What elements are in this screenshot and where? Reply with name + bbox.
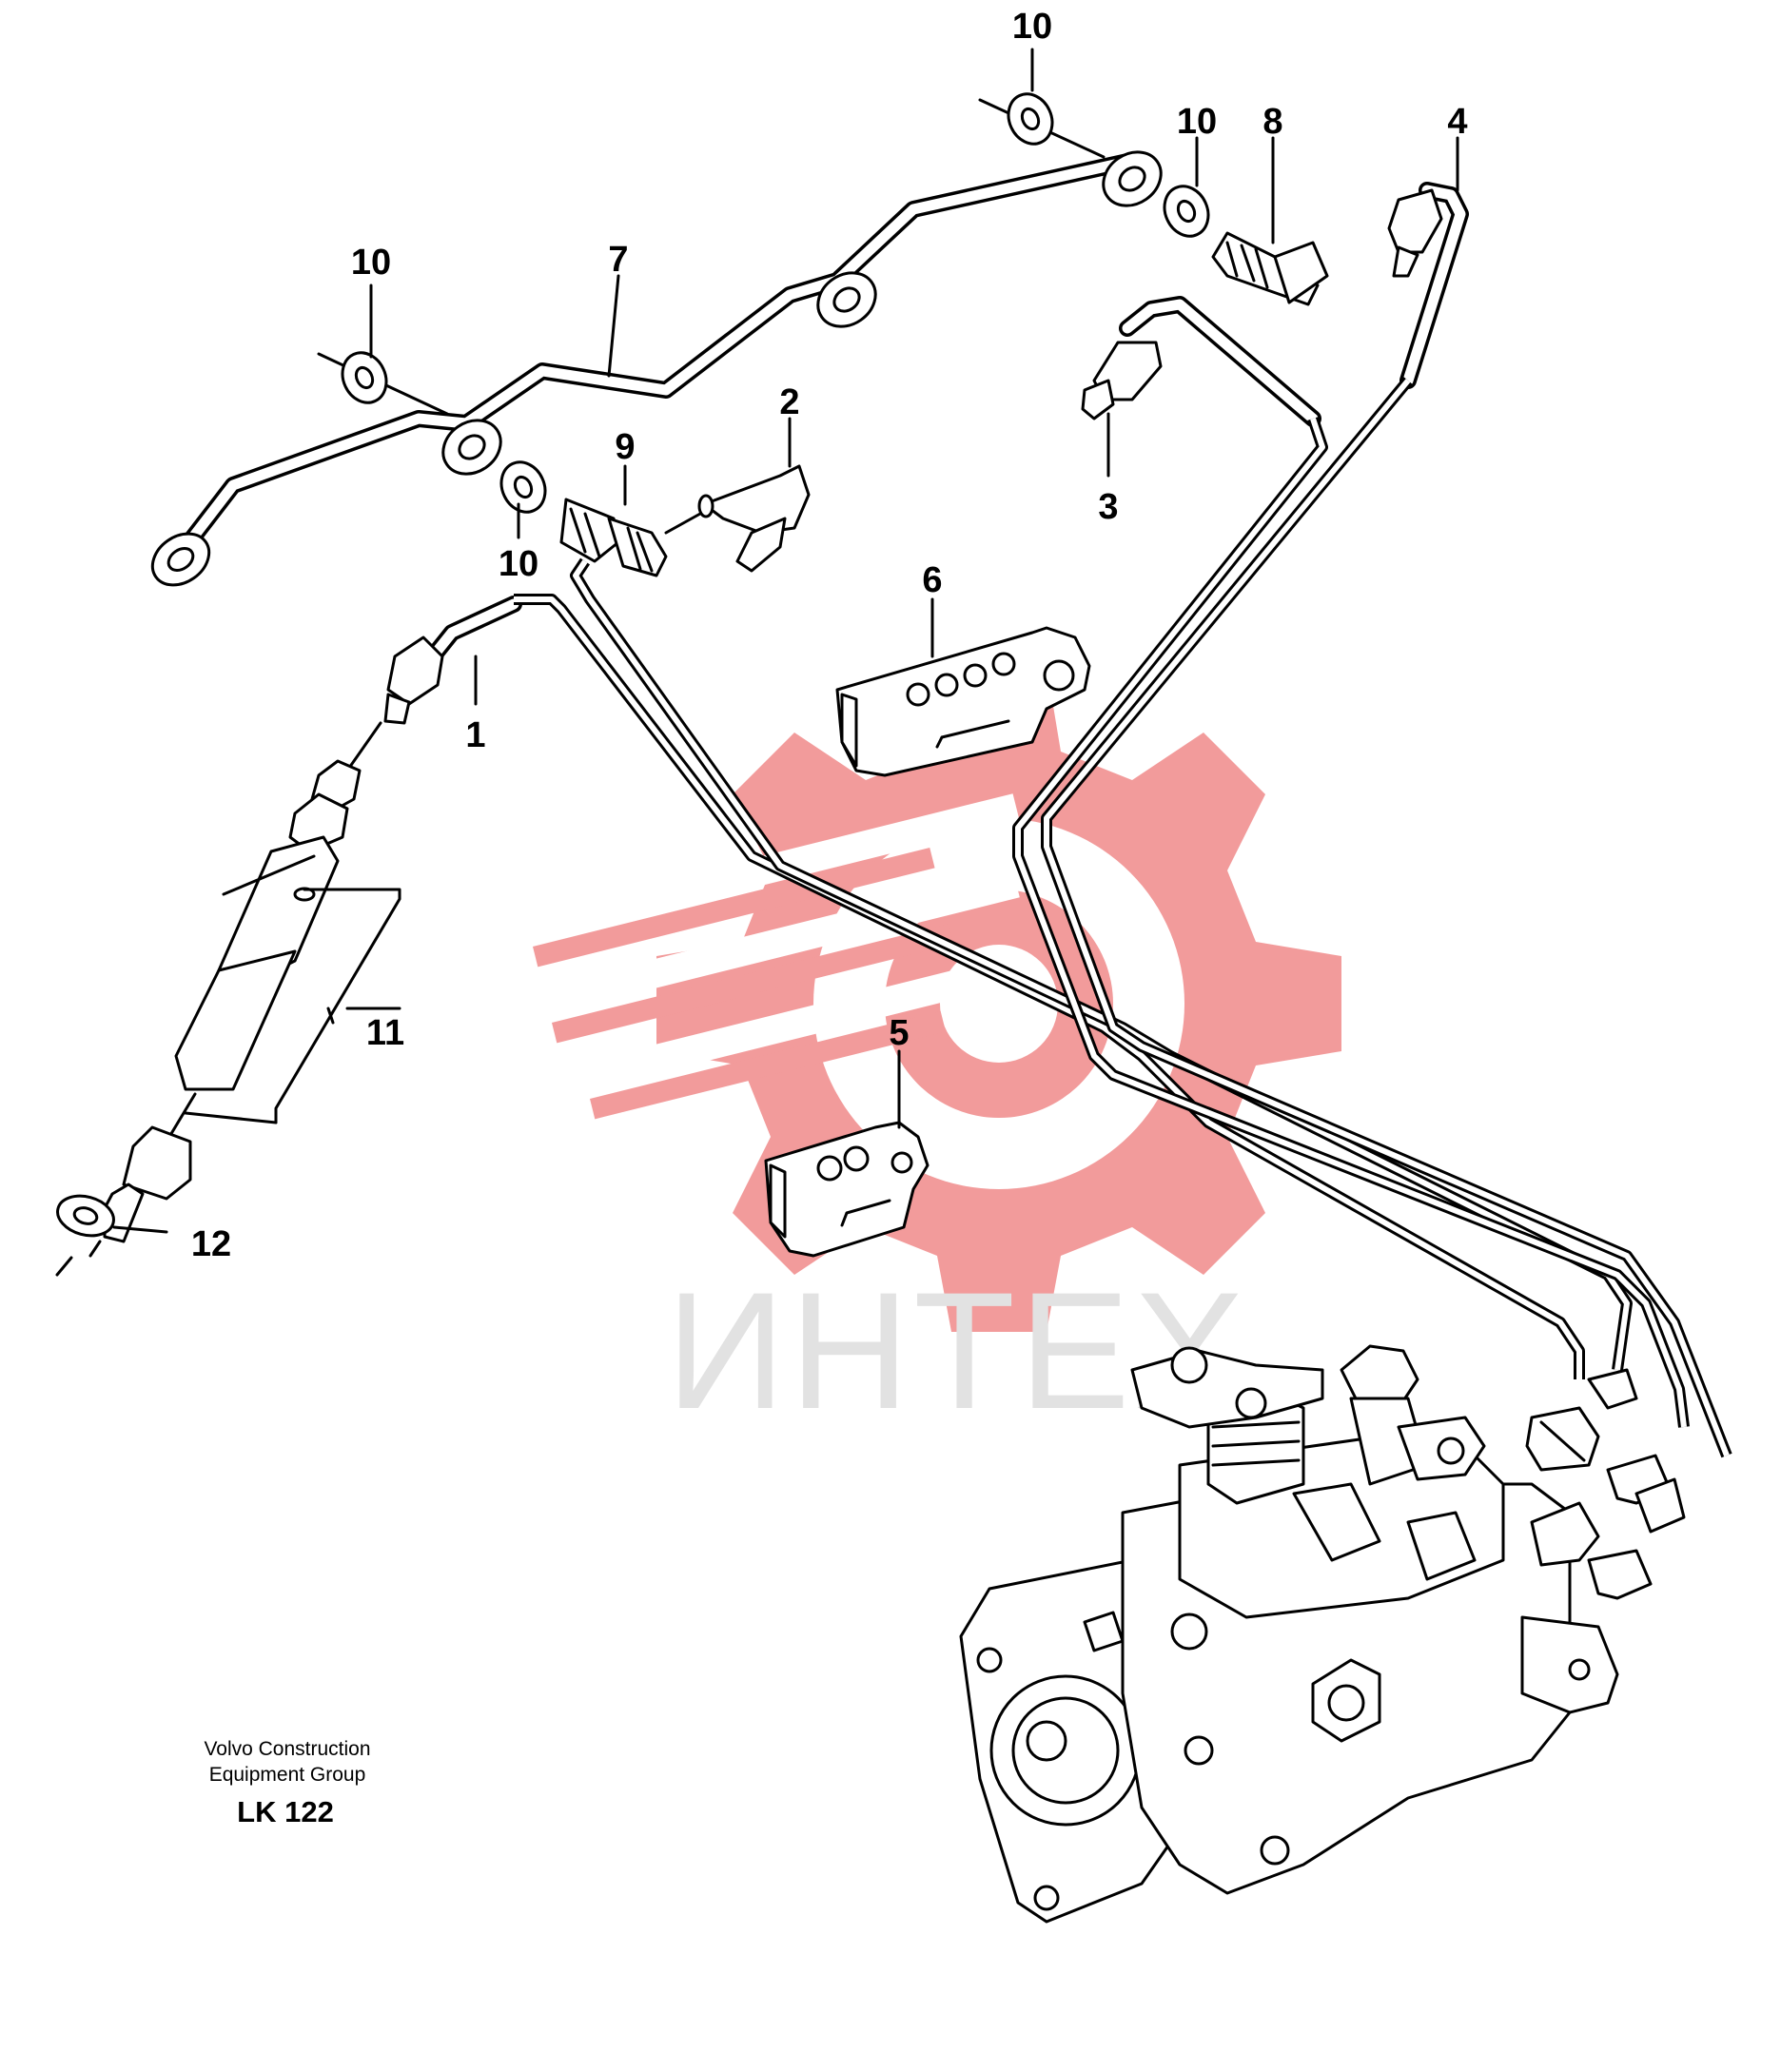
caption-line-2: Equipment Group bbox=[209, 1764, 366, 1786]
callout-8: 8 bbox=[1262, 102, 1282, 142]
callout-9: 9 bbox=[615, 427, 635, 467]
callout-1: 1 bbox=[465, 715, 485, 755]
washer-part-10 bbox=[55, 92, 1210, 1277]
callout-10-left: 10 bbox=[351, 243, 391, 283]
clamp-part-5 bbox=[764, 1121, 930, 1258]
callout-6: 6 bbox=[922, 560, 942, 600]
watermark-gear bbox=[533, 666, 1341, 1332]
pipe-part-7 bbox=[150, 150, 1163, 587]
callout-11: 11 bbox=[366, 1013, 404, 1053]
callout-4: 4 bbox=[1447, 102, 1467, 142]
connector-part-2 bbox=[697, 464, 811, 573]
callout-10-mid: 10 bbox=[499, 544, 538, 584]
pump-supply-lines bbox=[514, 377, 1732, 1458]
nipple-part-9 bbox=[559, 498, 711, 577]
bolt-part-8 bbox=[1211, 231, 1329, 306]
washer-part-12 bbox=[56, 1194, 168, 1238]
injection-pump bbox=[959, 1344, 1686, 1924]
callout-leaders bbox=[369, 48, 1459, 1129]
injector-part-11 bbox=[88, 721, 401, 1258]
callout-3: 3 bbox=[1098, 487, 1118, 527]
callout-10-top: 10 bbox=[1012, 7, 1052, 47]
pipe-part-4 bbox=[1387, 182, 1469, 389]
pipe-part-1 bbox=[383, 596, 522, 725]
clamp-part-6 bbox=[835, 626, 1091, 777]
watermark-text: ИНТЕХ bbox=[666, 1259, 1249, 1444]
callout-2: 2 bbox=[779, 382, 799, 422]
pipe-part-3 bbox=[1081, 296, 1321, 427]
callout-7: 7 bbox=[608, 240, 628, 280]
callout-12: 12 bbox=[191, 1224, 231, 1264]
callout-10-right: 10 bbox=[1177, 102, 1217, 142]
caption-code: LK 122 bbox=[237, 1795, 334, 1828]
callout-5: 5 bbox=[889, 1013, 909, 1053]
caption-line-1: Volvo Construction bbox=[204, 1738, 370, 1760]
